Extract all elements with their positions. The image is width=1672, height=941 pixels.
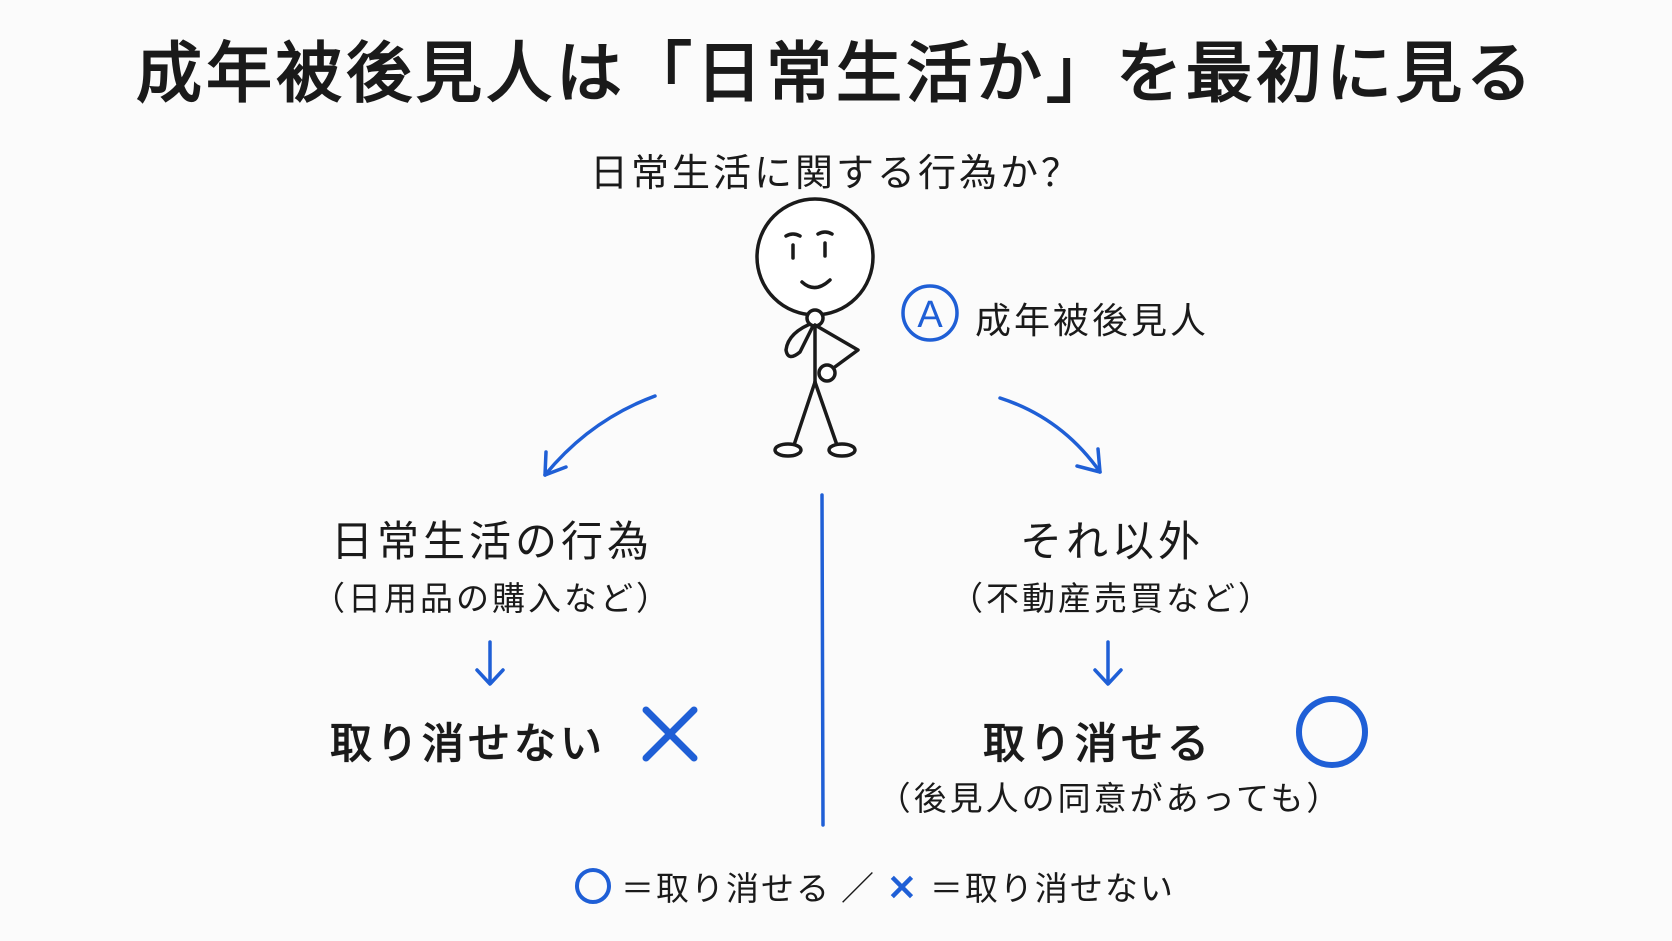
left-curved-arrow-icon [543, 394, 657, 477]
decision-question: 日常生活に関する行為か？ [589, 151, 1083, 195]
legend-circle-icon [575, 868, 611, 904]
legend-cross-icon: × [886, 864, 920, 908]
right-branch-note: （後見人の同意があっても） [877, 779, 1343, 818]
page-title: 成年被後見人は「日常生活か」を最初に見る [136, 35, 1536, 112]
right-branch-subtitle: （不動産売買など） [950, 579, 1274, 618]
right-branch-result: 取り消せる [982, 719, 1214, 768]
left-down-arrow-icon [475, 640, 505, 686]
person-label: 成年被後見人 [975, 301, 1210, 342]
badge-letter: A [917, 294, 943, 336]
legend-circle-text: ＝取り消せる [621, 869, 831, 908]
cross-mark-icon [642, 706, 698, 762]
stick-figure-icon [755, 197, 875, 458]
circle-mark-icon [1296, 696, 1368, 768]
left-branch-subtitle: （日用品の購入など） [312, 579, 672, 618]
badge-circle-icon [901, 284, 959, 342]
legend-separator: ／ [841, 869, 876, 908]
legend-cross-text: ＝取り消せない [929, 869, 1175, 908]
center-divider [820, 493, 825, 827]
right-branch-title: それ以外 [1019, 517, 1205, 566]
left-branch-title: 日常生活の行為 [330, 517, 654, 566]
left-branch-result: 取り消せない [329, 719, 607, 768]
right-curved-arrow-icon [998, 396, 1102, 474]
legend: ＝取り消せる ／ × ＝取り消せない [575, 862, 1175, 910]
right-down-arrow-icon [1093, 640, 1123, 686]
